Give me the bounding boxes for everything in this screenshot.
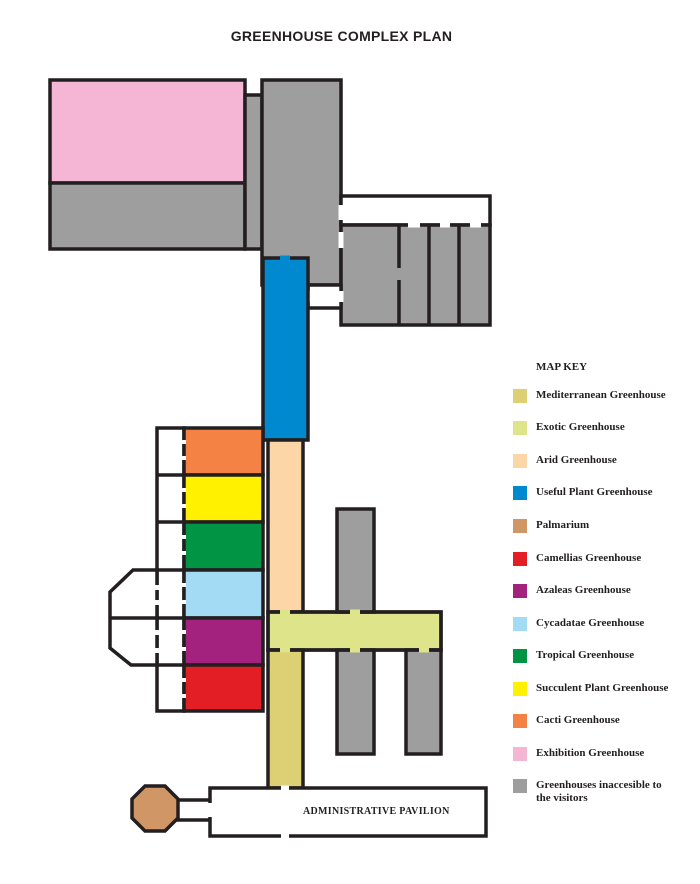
passage — [306, 283, 343, 310]
useful-plant-greenhouse[interactable] — [261, 256, 310, 442]
camellias-greenhouse[interactable] — [182, 663, 265, 713]
map-key-item: Arid Greenhouse — [513, 454, 686, 468]
map-key-item: Azaleas Greenhouse — [513, 584, 686, 598]
map-key-label: Arid Greenhouse — [536, 454, 617, 466]
map-key-label: Mediterranean Greenhouse — [536, 389, 666, 401]
map-key-label: Azaleas Greenhouse — [536, 584, 631, 596]
restricted-greenhouse-south-2 — [335, 648, 376, 756]
map-key-swatch — [513, 486, 527, 500]
map-key-item: Mediterranean Greenhouse — [513, 389, 686, 403]
restricted-greenhouse-south-3 — [404, 648, 443, 756]
succulent-plant-greenhouse[interactable] — [182, 473, 265, 524]
map-key-item: Cacti Greenhouse — [513, 714, 686, 728]
map-key-label: Camellias Greenhouse — [536, 552, 642, 564]
map-key-label: Cycadatae Greenhouse — [536, 617, 645, 629]
map-key-item: Cycadatae Greenhouse — [513, 617, 686, 631]
map-key-label: Tropical Greenhouse — [536, 649, 635, 661]
map-key-swatch — [513, 649, 527, 663]
mediterranean-greenhouse[interactable] — [266, 648, 305, 790]
map-key-swatch — [513, 584, 527, 598]
map-key-label: Exotic Greenhouse — [536, 421, 625, 433]
corridor-east — [339, 194, 492, 227]
map-key-swatch — [513, 779, 527, 793]
map-key-label: Succulent Plant Greenhouse — [536, 682, 669, 694]
map-key-item: Succulent Plant Greenhouse — [513, 682, 686, 696]
tropical-greenhouse[interactable] — [182, 520, 265, 572]
cycadatae-greenhouse[interactable] — [182, 568, 265, 620]
map-key-item: Tropical Greenhouse — [513, 649, 686, 663]
map-key-label: Exhibition Greenhouse — [536, 747, 645, 759]
restricted-greenhouse-east — [339, 223, 492, 327]
map-key-swatch — [513, 421, 527, 435]
restricted-greenhouse-nw — [48, 181, 247, 251]
arid-greenhouse[interactable] — [266, 438, 305, 614]
map-key-swatch — [513, 552, 527, 566]
map-key-swatch — [513, 714, 527, 728]
exhibition-greenhouse[interactable] — [48, 78, 247, 185]
map-key-swatch — [513, 747, 527, 761]
palmarium[interactable] — [130, 784, 180, 833]
restricted-strip — [243, 93, 264, 251]
exotic-greenhouse[interactable] — [266, 610, 443, 652]
cacti-greenhouse[interactable] — [182, 426, 265, 477]
restricted-greenhouse-north — [260, 78, 343, 287]
map-key-swatch — [513, 682, 527, 696]
administrative-pavilion-label: ADMINISTRATIVE PAVILION — [303, 806, 450, 817]
palmarium-corridor — [173, 798, 214, 822]
restricted-greenhouse-south-1 — [335, 507, 376, 614]
map-key-label: Cacti Greenhouse — [536, 714, 620, 726]
page-title: GREENHOUSE COMPLEX PLAN — [230, 28, 453, 44]
map-key-item: Useful Plant Greenhouse — [513, 486, 686, 500]
map-key-title: MAP KEY — [536, 361, 588, 373]
map-key-label: Greenhouses inaccesible to the visitors — [536, 779, 662, 804]
azaleas-greenhouse[interactable] — [182, 616, 265, 667]
map-key-item: Palmarium — [513, 519, 686, 533]
map-key-item: Exotic Greenhouse — [513, 421, 686, 435]
map-key-swatch — [513, 617, 527, 631]
map-key-item: Greenhouses inaccesible to the visitors — [513, 779, 676, 805]
map-key-label: Palmarium — [536, 519, 590, 531]
map-key-label: Useful Plant Greenhouse — [536, 486, 653, 498]
map-key-swatch — [513, 454, 527, 468]
map-key-swatch — [513, 389, 527, 403]
map-key-item: Exhibition Greenhouse — [513, 747, 686, 761]
map-key-swatch — [513, 519, 527, 533]
map-key-item: Camellias Greenhouse — [513, 552, 686, 566]
